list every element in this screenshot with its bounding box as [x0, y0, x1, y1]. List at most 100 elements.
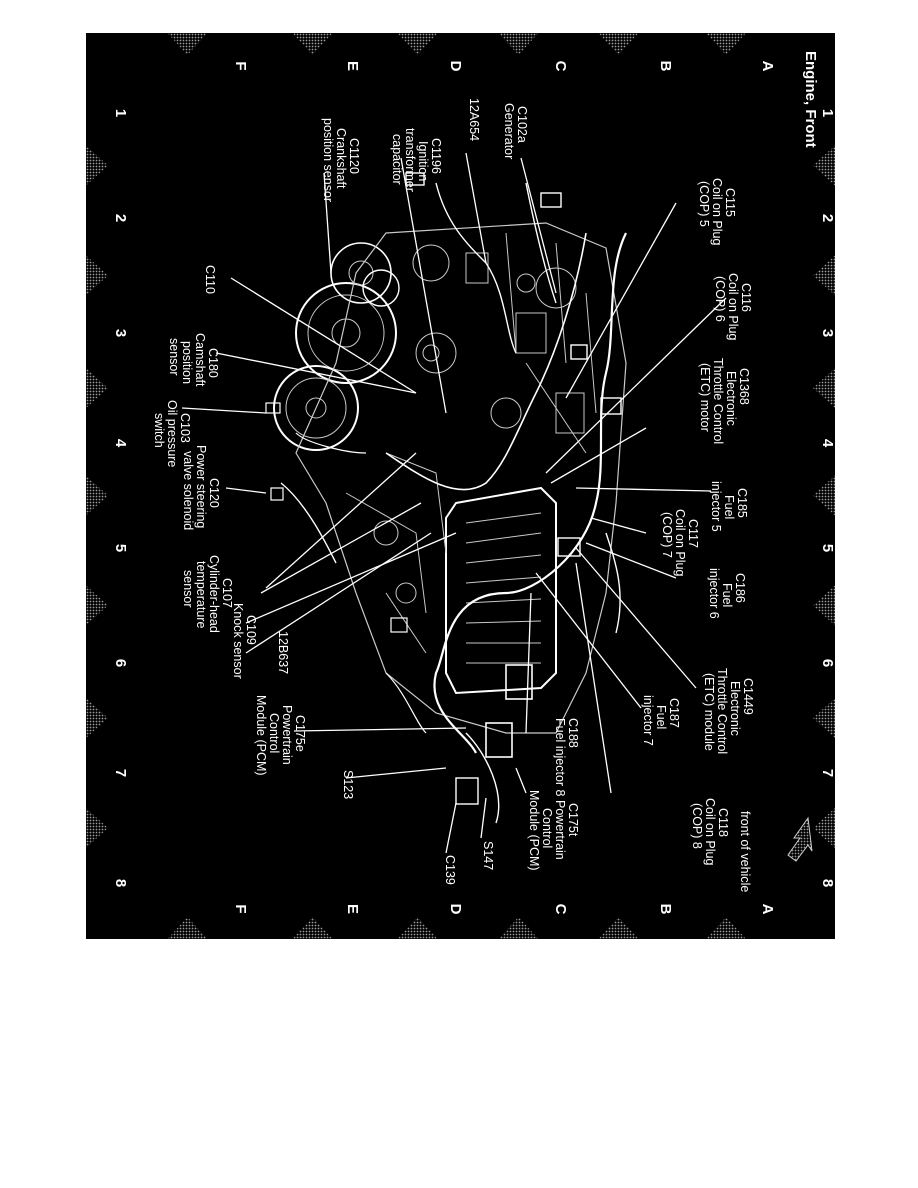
callout-c180: C180 Camshaft position sensor — [167, 333, 220, 387]
grid-col-label-right: 7 — [819, 769, 835, 777]
border-marker — [813, 475, 835, 516]
grid-col-label-right: 1 — [819, 109, 835, 117]
callout-c180-l0: C180 — [206, 348, 220, 378]
grid-col-label-left: 4 — [112, 439, 129, 448]
callout-c175t: C175t Powertrain Control Module (PCM) — [527, 790, 580, 871]
callout-c187: C187 Fuel injector 7 — [641, 695, 681, 746]
border-marker — [498, 917, 539, 939]
callout-c186-l2: injector 6 — [707, 568, 721, 619]
callout-c109-l1: Knock sensor — [231, 603, 245, 679]
grid-row-label-bottom: E — [344, 904, 361, 914]
callout-c185-l1: Fuel — [722, 495, 736, 519]
callout-c175e-l1: Powertrain — [280, 705, 294, 765]
grid-row-label-bottom: C — [552, 904, 569, 915]
callout-c187-l0: C187 — [667, 698, 681, 728]
callout-c107-l3: sensor — [181, 570, 195, 608]
grid-col-label-right: 3 — [819, 329, 835, 337]
front-of-vehicle-label: front of vehicle — [738, 811, 752, 892]
callout-c116-l0: C116 — [739, 283, 753, 312]
border-marker — [86, 585, 108, 626]
callout-c1368: C1368 Electronic Throttle Control (ETC) … — [698, 358, 751, 444]
callout-c185-l2: injector 5 — [709, 481, 723, 532]
callout-c175t-l3: Module (PCM) — [527, 790, 541, 871]
border-marker — [86, 368, 108, 408]
callout-c117: C117 Coil on Plug (COP) 7 — [660, 509, 700, 576]
callout-c175t-l0: C175t — [566, 803, 580, 837]
callout-c102a-l1: Generator — [502, 103, 516, 159]
callout-c118: C118 Coil on Plug (COP) 8 — [690, 798, 730, 865]
callout-c110-l0: C110 — [203, 265, 217, 294]
grid-col-label-left: 8 — [112, 879, 129, 887]
callout-c1120-l2: position sensor — [321, 118, 335, 202]
grid-col-label-right: 2 — [819, 214, 835, 222]
border-marker — [598, 33, 639, 55]
callout-c1449: C1449 Electronic Throttle Control (ETC) … — [702, 668, 755, 754]
connectors — [265, 172, 622, 805]
grid-col-label-left: 1 — [112, 109, 129, 117]
border-marker — [706, 917, 746, 939]
callout-c120-l2: valve solenoid — [181, 451, 195, 530]
callout-c1196-l1: Ignition — [416, 141, 430, 181]
border-marker — [397, 917, 438, 939]
callout-s147-l0: S147 — [481, 841, 495, 870]
pulleys — [273, 242, 457, 451]
front-of-vehicle-arrow-icon — [787, 816, 813, 862]
callout-c103-l2: switch — [152, 413, 166, 448]
callout-c188-l0: C188 — [566, 718, 580, 748]
border-marker — [813, 698, 835, 738]
border-marker — [86, 475, 108, 516]
callout-c1368-l2: Throttle Control — [711, 358, 725, 444]
callout-c120-l1: Power steering — [194, 445, 208, 528]
callout-c118-l2: (COP) 8 — [690, 803, 704, 849]
grid-row-label-top: C — [552, 61, 569, 72]
engine-block — [295, 222, 627, 734]
grid-row-label-bottom: F — [232, 904, 249, 913]
callout-c188-l1: Fuel injector 8 — [553, 718, 567, 797]
grid-row-label-bottom: D — [447, 904, 464, 915]
grid-col-label-right: 8 — [819, 879, 835, 887]
callout-c1120-l0: C1120 — [347, 138, 361, 174]
callout-12b637: 12B637 — [276, 631, 290, 674]
grid-row-label-top: F — [232, 61, 249, 70]
callout-c1196: C1196 Ignition transformer capacitor — [390, 128, 443, 192]
callout-c117-l0: C117 — [686, 519, 700, 548]
callout-c102a-l0: C102a — [515, 106, 529, 143]
callout-c116-l1: Coil on Plug — [726, 273, 740, 340]
border-marker — [813, 808, 835, 848]
border-markers-top — [167, 33, 746, 55]
engine-front-diagram: Engine, Front AABBCCDDEEFF11223344556677… — [86, 33, 835, 939]
callout-c175e-l3: Module (PCM) — [254, 695, 268, 776]
callout-c103-l1: Oil pressure — [165, 400, 179, 467]
callout-c1368-l1: Electronic — [724, 371, 738, 426]
callout-c185: C185 Fuel injector 5 — [709, 481, 749, 532]
border-marker — [813, 255, 835, 296]
callout-c120: C120 Power steering valve solenoid — [181, 445, 221, 530]
callout-c109-l0: C109 — [244, 615, 258, 645]
callout-c1196-l0: C1196 — [429, 138, 443, 174]
callout-c1196-l3: capacitor — [390, 134, 404, 185]
border-marker — [813, 585, 835, 626]
border-marker — [397, 33, 438, 55]
border-marker — [167, 917, 208, 939]
grid-col-label-right: 4 — [819, 439, 835, 448]
callout-c117-l2: (COP) 7 — [660, 512, 674, 558]
grid-col-label-left: 3 — [112, 329, 129, 337]
engine-drawing — [265, 172, 627, 824]
callout-c180-l2: position — [180, 341, 194, 384]
callout-c1368-l0: C1368 — [737, 368, 751, 405]
grid-col-label-left: 7 — [112, 769, 129, 777]
grid-row-label-top: B — [657, 61, 674, 72]
callout-s123: S123 — [341, 770, 355, 799]
border-marker — [167, 33, 208, 55]
callout-c115-l2: (COP) 5 — [697, 181, 711, 227]
grid-col-label-left: 5 — [112, 544, 129, 552]
callout-12b637-l0: 12B637 — [276, 631, 290, 674]
callout-c118-l1: Coil on Plug — [703, 798, 717, 865]
callout-c107-l0: C107 — [220, 578, 234, 608]
callout-c115: C115 Coil on Plug (COP) 5 — [697, 178, 737, 245]
callout-c186-l0: C186 — [733, 573, 747, 603]
callout-c118-l0: C118 — [716, 808, 730, 837]
callout-c109: C109 Knock sensor — [231, 603, 258, 679]
callout-c185-l0: C185 — [735, 488, 749, 518]
